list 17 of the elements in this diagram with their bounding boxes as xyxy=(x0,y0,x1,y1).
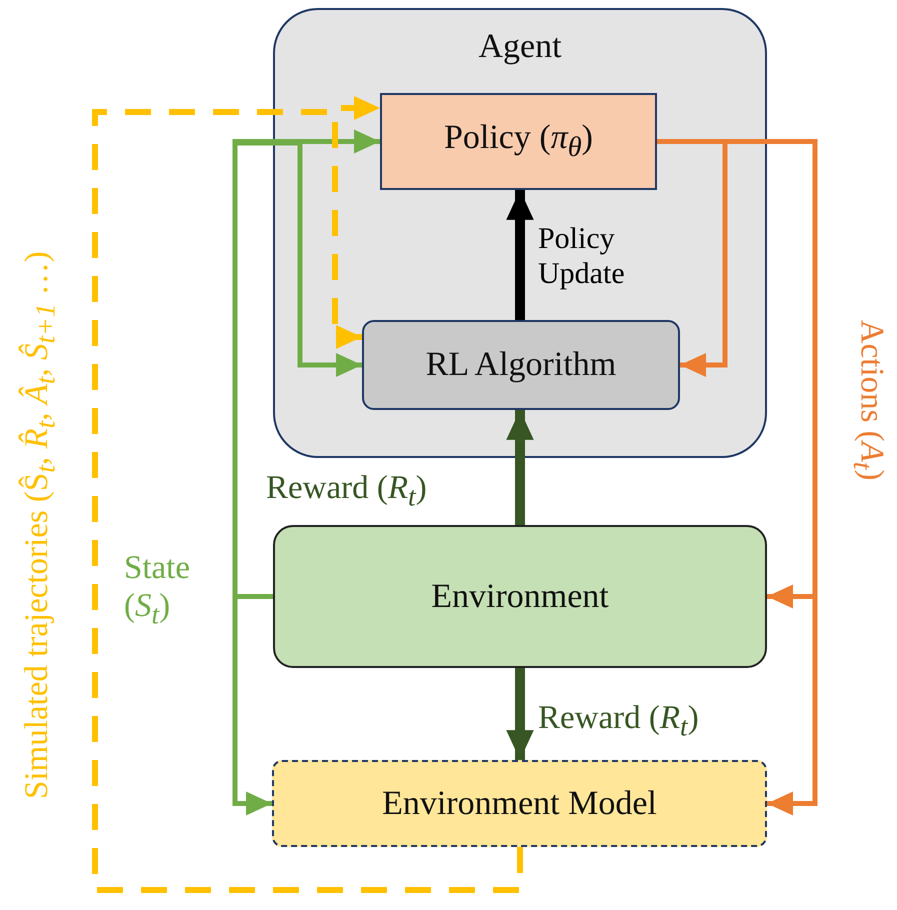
node-label: Environment Model xyxy=(382,784,657,822)
edge-label: State (S$_{t}$) xyxy=(124,550,191,630)
environment-box xyxy=(273,525,767,668)
agent-panel xyxy=(273,8,767,458)
edge-label: Policy Update xyxy=(538,222,626,291)
arrow xyxy=(506,190,534,320)
edge-label: Reward (R$_{t}$) xyxy=(538,700,699,742)
node-label: Policy (π$_{θ}$) xyxy=(444,119,593,164)
model-box xyxy=(272,760,767,847)
algorithm-box xyxy=(362,320,680,410)
arrow xyxy=(506,668,534,760)
node-label: RL Algorithm xyxy=(426,346,616,384)
arrow xyxy=(506,410,534,525)
node-label: Environment xyxy=(431,578,609,616)
edge-label: Reward (R$_{t}$) xyxy=(266,470,427,512)
node-label: Agent xyxy=(478,28,562,66)
policy-box xyxy=(380,93,657,190)
